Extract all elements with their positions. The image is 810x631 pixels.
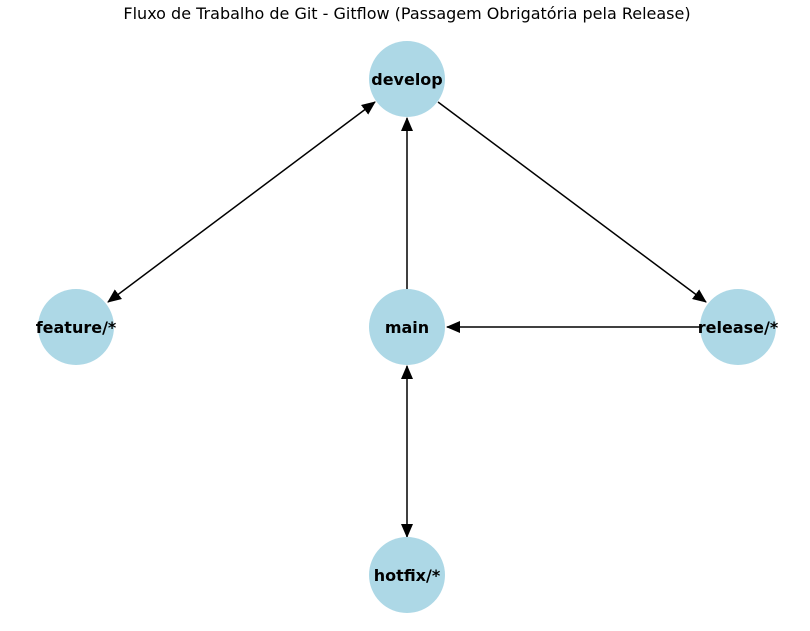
node-main-circle <box>369 289 445 365</box>
node-release-label: release/* <box>698 318 779 337</box>
edges <box>107 101 707 538</box>
node-main-label: main <box>385 318 429 337</box>
node-release: release/* <box>698 289 779 365</box>
node-develop: develop <box>369 41 445 117</box>
diagram-title: Fluxo de Trabalho de Git - Gitflow (Pass… <box>123 4 690 23</box>
node-hotfix-circle <box>369 537 445 613</box>
edge-develop-feature <box>107 101 376 303</box>
node-main: main <box>369 289 445 365</box>
node-release-circle <box>700 289 776 365</box>
node-feature-label: feature/* <box>36 318 117 337</box>
node-hotfix: hotfix/* <box>369 537 445 613</box>
node-feature-circle <box>38 289 114 365</box>
node-hotfix-label: hotfix/* <box>374 566 441 585</box>
node-develop-label: develop <box>371 70 443 89</box>
edge-develop-release <box>437 101 707 303</box>
node-feature: feature/* <box>36 289 117 365</box>
node-develop-circle <box>369 41 445 117</box>
